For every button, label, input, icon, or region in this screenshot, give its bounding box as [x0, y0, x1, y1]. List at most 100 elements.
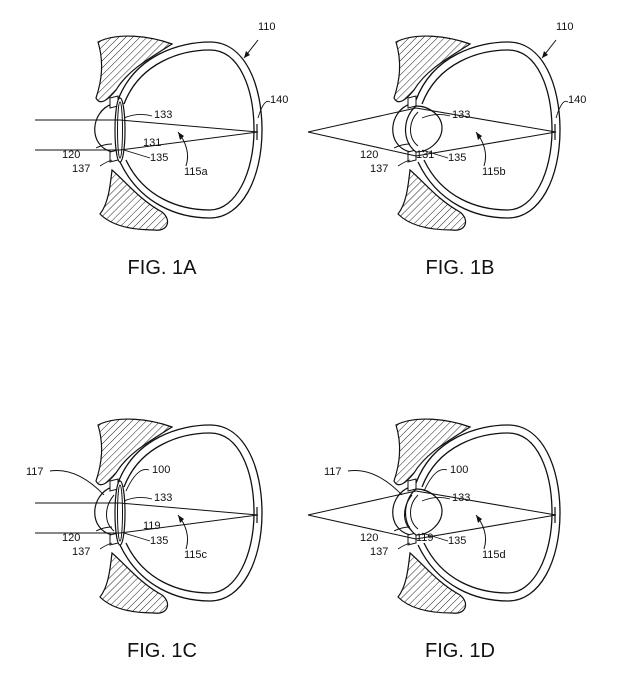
- eyeball-inner-wall: [123, 432, 255, 594]
- ray-incoming: [307, 107, 417, 133]
- ray-refracted: [119, 502, 259, 516]
- cornea-label: 120: [62, 149, 80, 161]
- leader-line: [123, 496, 153, 502]
- iris-upper: [407, 95, 417, 109]
- upper-bone-hatched: [95, 35, 174, 103]
- ray-label: 115b: [482, 166, 506, 178]
- leader-line: [99, 159, 113, 167]
- lower-bone-hatched: [397, 168, 467, 231]
- lens-thick: [404, 105, 443, 153]
- lens-inner: [410, 494, 419, 530]
- lens-thin: [114, 97, 126, 163]
- cornea: [94, 486, 113, 536]
- leader-line: [99, 542, 113, 550]
- ray-refracted: [415, 131, 557, 157]
- device-label: 100: [450, 464, 468, 476]
- device-outline: [106, 494, 115, 532]
- cornea-label: 120: [62, 532, 80, 544]
- ray-incoming: [307, 490, 417, 516]
- leader-line: [423, 469, 448, 492]
- ray-refracted: [415, 490, 557, 516]
- cornea: [94, 103, 113, 153]
- leader-line: [397, 159, 411, 167]
- lens-inner: [117, 484, 123, 542]
- cornea: [392, 103, 411, 153]
- eyeball-inner-wall: [123, 49, 255, 211]
- eyeball-outer-wall: [117, 424, 263, 602]
- leader-line: [123, 113, 153, 119]
- leader-line: [393, 143, 411, 149]
- lower-bone-hatched: [99, 168, 169, 231]
- lens-thick: [404, 488, 443, 536]
- ray-incoming: [307, 514, 417, 540]
- leader-line: [257, 100, 271, 119]
- figure-caption: FIG. 1A: [128, 257, 198, 279]
- ray-label: 115d: [482, 549, 506, 561]
- lens-inner: [410, 111, 419, 147]
- outer-label: 117: [26, 466, 44, 478]
- iris-lower: [407, 149, 417, 163]
- device-outline: [404, 494, 413, 532]
- leader-line: [123, 149, 151, 159]
- eyeball-inner-wall: [421, 432, 553, 594]
- upper-bone-hatched: [393, 35, 472, 103]
- retina-label: 140: [270, 94, 288, 106]
- leader-line: [347, 470, 403, 496]
- leader-line: [95, 143, 113, 149]
- ray-refracted: [415, 514, 557, 540]
- lens-middle-label: 119: [416, 532, 434, 544]
- ray-label: 115a: [184, 166, 209, 178]
- arrowhead: [178, 515, 184, 523]
- lens-thin: [114, 480, 126, 546]
- lens-bottom-label: 135: [448, 535, 466, 547]
- lens-bottom-label: 135: [150, 535, 168, 547]
- leader-line: [123, 532, 151, 542]
- iris-lower: [407, 532, 417, 546]
- lens-middle-label: 119: [143, 520, 161, 532]
- lens-bottom-label: 135: [150, 152, 168, 164]
- figure-caption: FIG. 1D: [425, 640, 495, 662]
- cornea: [392, 486, 411, 536]
- leader-line: [393, 526, 411, 532]
- lens-top-label: 133: [452, 492, 470, 504]
- eyeball-outer-wall: [117, 41, 263, 219]
- lens-top-label: 133: [154, 109, 172, 121]
- leader-line: [555, 100, 569, 119]
- lens-inner: [117, 101, 123, 159]
- ray-refracted: [119, 131, 259, 151]
- reference-numeral: 110: [556, 21, 574, 33]
- figure-caption: FIG. 1C: [127, 640, 197, 662]
- arrowhead: [244, 51, 250, 58]
- iris-label: 137: [72, 163, 90, 175]
- ray-refracted: [119, 514, 259, 534]
- ray-label: 115c: [184, 549, 208, 561]
- eyeball-outer-wall: [415, 424, 561, 602]
- arrowhead: [476, 132, 482, 140]
- lens-bottom-label: 135: [448, 152, 466, 164]
- lens-top-label: 133: [452, 109, 470, 121]
- upper-bone-hatched: [95, 418, 174, 486]
- leader-line: [95, 526, 113, 532]
- lower-bone-hatched: [99, 551, 169, 614]
- lower-bone-hatched: [397, 551, 467, 614]
- iris-label: 137: [370, 163, 388, 175]
- leader-line: [125, 469, 150, 492]
- ray-refracted: [119, 119, 259, 133]
- leader-line: [397, 542, 411, 550]
- eyeball-inner-wall: [421, 49, 553, 211]
- device-label: 100: [152, 464, 170, 476]
- leader-line: [421, 532, 449, 542]
- leader-line: [421, 113, 451, 119]
- ray-refracted: [415, 107, 557, 133]
- lens-top-label: 133: [154, 492, 172, 504]
- figure-caption: FIG. 1B: [426, 257, 495, 279]
- eyeball-outer-wall: [415, 41, 561, 219]
- lens-middle-label: 131: [143, 137, 161, 149]
- upper-bone-hatched: [393, 418, 472, 486]
- cornea-label: 120: [360, 149, 378, 161]
- reference-numeral: 110: [258, 21, 276, 33]
- leader-line: [421, 496, 451, 502]
